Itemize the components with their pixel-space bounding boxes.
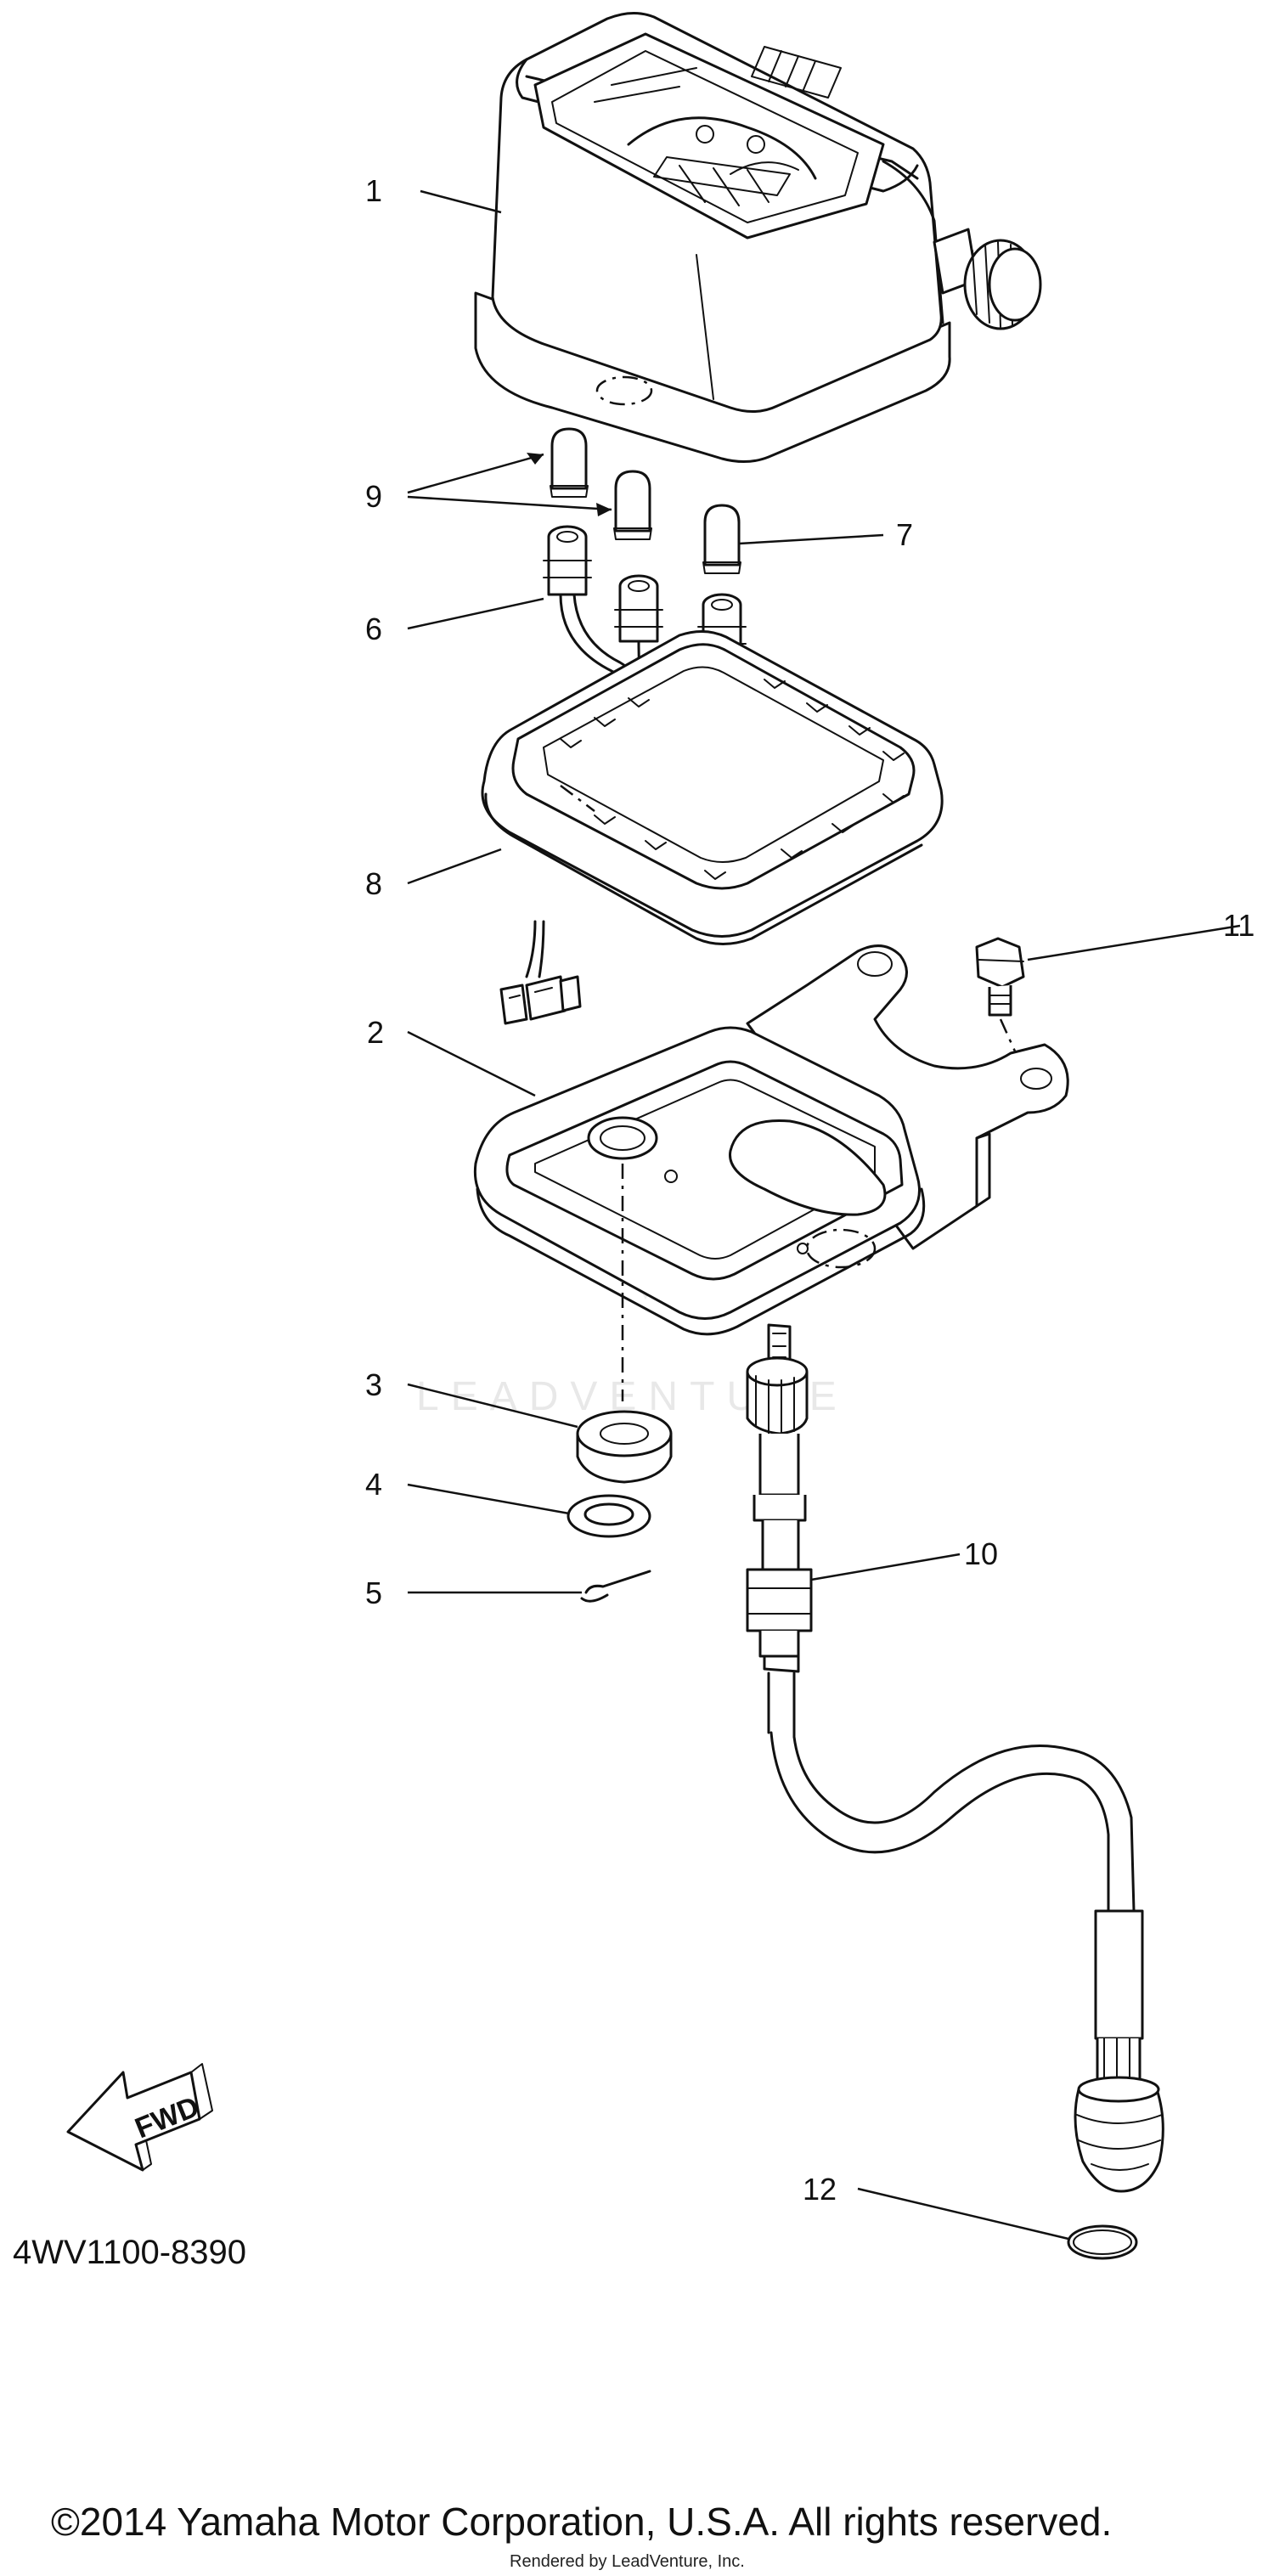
copyright-notice: ©2014 Yamaha Motor Corporation, U.S.A. A… bbox=[51, 2500, 1112, 2544]
part-o-ring bbox=[1067, 2224, 1138, 2260]
callout-10: 10 bbox=[964, 1536, 998, 1571]
fwd-arrow-icon: FWD bbox=[66, 2063, 213, 2172]
part-gasket-frame bbox=[481, 630, 944, 1025]
callout-11: 11 bbox=[1223, 908, 1254, 943]
callout-4: 4 bbox=[365, 1467, 382, 1502]
part-bulbs bbox=[550, 427, 652, 540]
callout-labels: 1 2 3 4 5 6 7 8 9 10 11 12 bbox=[365, 173, 1254, 2207]
leader-lines bbox=[407, 189, 1241, 2241]
callout-2: 2 bbox=[367, 1015, 384, 1050]
callout-6: 6 bbox=[365, 612, 382, 646]
callout-1: 1 bbox=[365, 173, 382, 208]
callout-7: 7 bbox=[896, 517, 913, 552]
part-meter-housing bbox=[474, 12, 1042, 463]
part-bolt bbox=[975, 937, 1025, 1071]
part-bulb-7 bbox=[702, 504, 741, 574]
callout-3: 3 bbox=[365, 1367, 382, 1402]
part-meter-cable bbox=[746, 1323, 1164, 2193]
diagram-part-code: 4WV1100-8390 bbox=[13, 2234, 246, 2271]
callout-9: 9 bbox=[365, 479, 382, 514]
callout-8: 8 bbox=[365, 866, 382, 901]
rendered-by-credit: Rendered by LeadVenture, Inc. bbox=[510, 2552, 745, 2571]
part-case-bottom bbox=[473, 944, 1069, 1336]
part-grommets bbox=[567, 1164, 673, 1603]
callout-12: 12 bbox=[803, 2172, 837, 2207]
callout-5: 5 bbox=[365, 1575, 382, 1610]
